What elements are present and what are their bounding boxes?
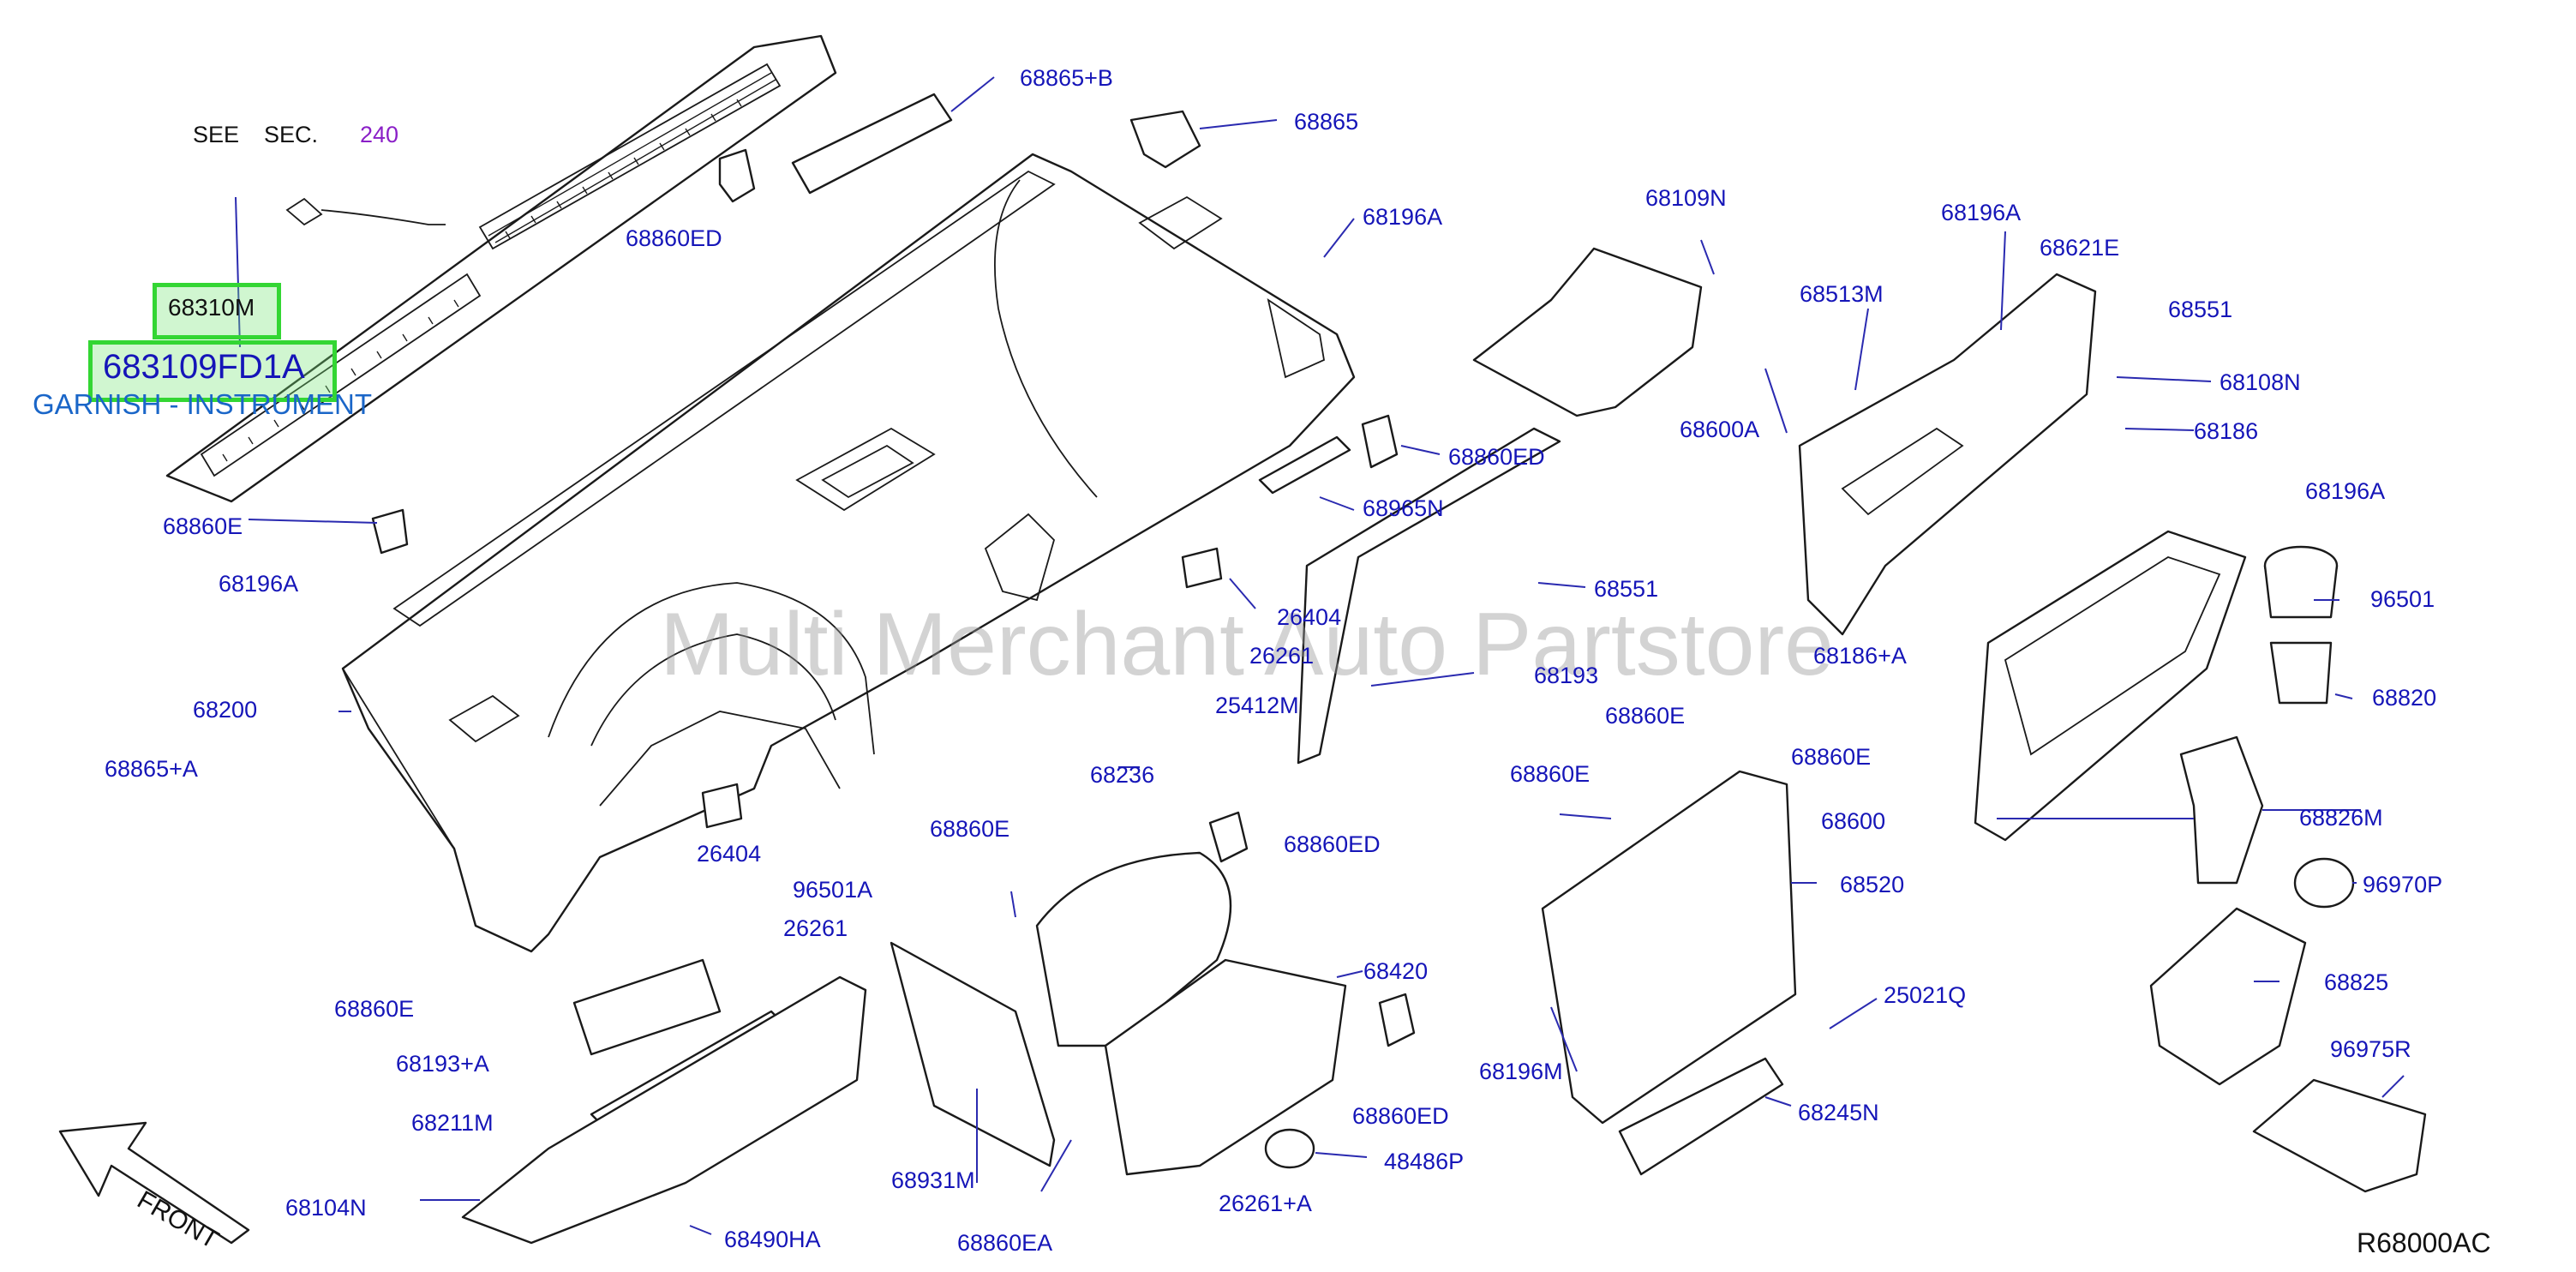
cluster-lid-68420-drawing (1104, 958, 1347, 1176)
part-label[interactable]: 68860EA (957, 1230, 1053, 1256)
part-label[interactable]: 25021Q (1884, 982, 1967, 1008)
part-label[interactable]: 68200 (193, 697, 258, 723)
part-label[interactable]: 68520 (1840, 872, 1905, 897)
part-label[interactable]: 68860E (930, 816, 1010, 842)
pad-68865b-drawing (791, 93, 953, 195)
part-label[interactable]: 96970P (2363, 872, 2443, 897)
part-label[interactable]: 68490HA (724, 1227, 821, 1252)
part-label[interactable]: 68621E (2040, 235, 2120, 261)
hood-68236-drawing (1035, 851, 1232, 1047)
highlight-box-primary (153, 283, 281, 339)
part-label[interactable]: 68245N (1798, 1100, 1879, 1125)
part-label[interactable]: 68551 (2168, 297, 2233, 322)
part-label[interactable]: 26404 (697, 841, 762, 867)
finisher-68193-drawing (1297, 427, 1561, 765)
bezel-68245n-drawing (1618, 1057, 1784, 1176)
clip-68860ed-bottom-drawing (1378, 993, 1416, 1047)
part-label[interactable]: 96501A (793, 877, 873, 903)
watermark: Multi Merchant Auto Partstore (660, 595, 1834, 694)
sec-label: SEC. (264, 122, 319, 147)
part-label[interactable]: 26261 (1249, 643, 1315, 669)
part-label[interactable]: 68186 (2194, 418, 2259, 444)
part-label[interactable]: 68931M (891, 1167, 975, 1193)
part-label[interactable]: 68965N (1363, 495, 1444, 521)
part-label[interactable]: 68420 (1363, 958, 1429, 984)
part-label[interactable]: 96975R (2330, 1036, 2411, 1062)
part-label[interactable]: 68826M (2299, 805, 2383, 831)
part-label[interactable]: 68860E (163, 513, 243, 539)
part-label[interactable]: 68196A (1363, 204, 1443, 230)
bracket-68965n-drawing (1258, 435, 1351, 495)
clip-68860ed-top-drawing (718, 148, 756, 203)
holder-68826m-drawing (2179, 735, 2264, 885)
part-label[interactable]: 68860E (1510, 761, 1591, 787)
part-label[interactable]: 68600A (1680, 417, 1760, 442)
ring-48486p-drawing (1264, 1128, 1315, 1169)
diagram-code: R68000AC (2357, 1227, 2491, 1258)
part-label[interactable]: 68513M (1800, 281, 1884, 307)
part-label[interactable]: 68865+B (1020, 65, 1113, 91)
clip-26404-lower-drawing (701, 783, 743, 829)
clip-68860ed-mid-drawing (1361, 414, 1399, 469)
highlight-box-secondary (88, 340, 337, 402)
part-label[interactable]: 68196A (1941, 200, 2022, 225)
part-label[interactable]: 68820 (2372, 685, 2437, 711)
see-label: SEE (193, 122, 240, 147)
part-label[interactable]: 68860ED (626, 225, 722, 251)
bracket-68109n-drawing (1472, 247, 1703, 417)
part-label[interactable]: 68551 (1594, 576, 1659, 602)
part-label[interactable]: 68860ED (1448, 444, 1545, 470)
cover-68193a-drawing (572, 958, 722, 1056)
section-number-link[interactable]: 240 (360, 122, 399, 147)
part-label[interactable]: 68104N (285, 1195, 367, 1221)
speaker-grille-drawing (1129, 110, 1201, 169)
part-label[interactable]: 68186+A (1813, 643, 1907, 669)
part-number-68310m[interactable]: 68310M (168, 294, 255, 321)
cover-68931m-drawing (890, 941, 1056, 1167)
part-number-683109fd1a[interactable]: 683109FD1A (103, 348, 305, 386)
part-label[interactable]: 68860E (1791, 744, 1872, 770)
part-label[interactable]: 68865 (1294, 109, 1359, 135)
part-description: GARNISH - INSTRUMENT (33, 388, 372, 420)
clip-26404-drawing (1181, 547, 1223, 589)
instrument-panel-drawing (341, 153, 1356, 953)
part-label[interactable]: 68825 (2324, 969, 2389, 995)
leader-lines (235, 76, 2405, 1235)
front-arrow-drawing (58, 1121, 250, 1245)
cup-68820-drawing (2269, 641, 2333, 705)
part-label[interactable]: 68196A (2305, 478, 2386, 504)
part-label[interactable]: 68193+A (396, 1051, 489, 1077)
part-label[interactable]: 25412M (1215, 693, 1299, 718)
part-label[interactable]: 26261+A (1219, 1191, 1312, 1216)
part-label[interactable]: 68860ED (1284, 831, 1381, 857)
mat-96970p-drawing (2293, 857, 2355, 909)
part-label[interactable]: 48486P (1384, 1149, 1465, 1174)
cup-96501-body-drawing (2263, 565, 2339, 619)
mat-96975r-drawing (2252, 1078, 2427, 1193)
cluster-68520-drawing (1541, 770, 1797, 1125)
part-label[interactable]: 26261 (783, 915, 848, 941)
part-label[interactable]: 68211M (411, 1110, 494, 1136)
glovebox-drawing (1798, 273, 2247, 842)
part-label[interactable]: 26404 (1277, 604, 1342, 630)
part-label[interactable]: 68108N (2220, 369, 2301, 395)
part-label[interactable]: 68196M (1479, 1059, 1563, 1084)
clip-68860e-left-drawing (371, 508, 409, 555)
trim-68104n-drawing (461, 975, 867, 1245)
clip-68860ed-lower-drawing (1208, 811, 1249, 863)
part-label[interactable]: 68196A (219, 571, 299, 597)
part-label[interactable]: 96501 (2370, 586, 2435, 612)
part-label[interactable]: 68109N (1645, 185, 1727, 211)
finisher-68825-drawing (2149, 907, 2307, 1086)
part-label[interactable]: 68860ED (1352, 1103, 1449, 1129)
part-label[interactable]: 68600 (1821, 808, 1886, 834)
part-label[interactable]: 68860E (334, 996, 415, 1022)
part-label[interactable]: 68236 (1090, 762, 1155, 788)
part-label[interactable]: 68865+A (105, 756, 198, 782)
part-label[interactable]: 68860E (1605, 703, 1686, 729)
part-label[interactable]: 68193 (1534, 663, 1599, 688)
